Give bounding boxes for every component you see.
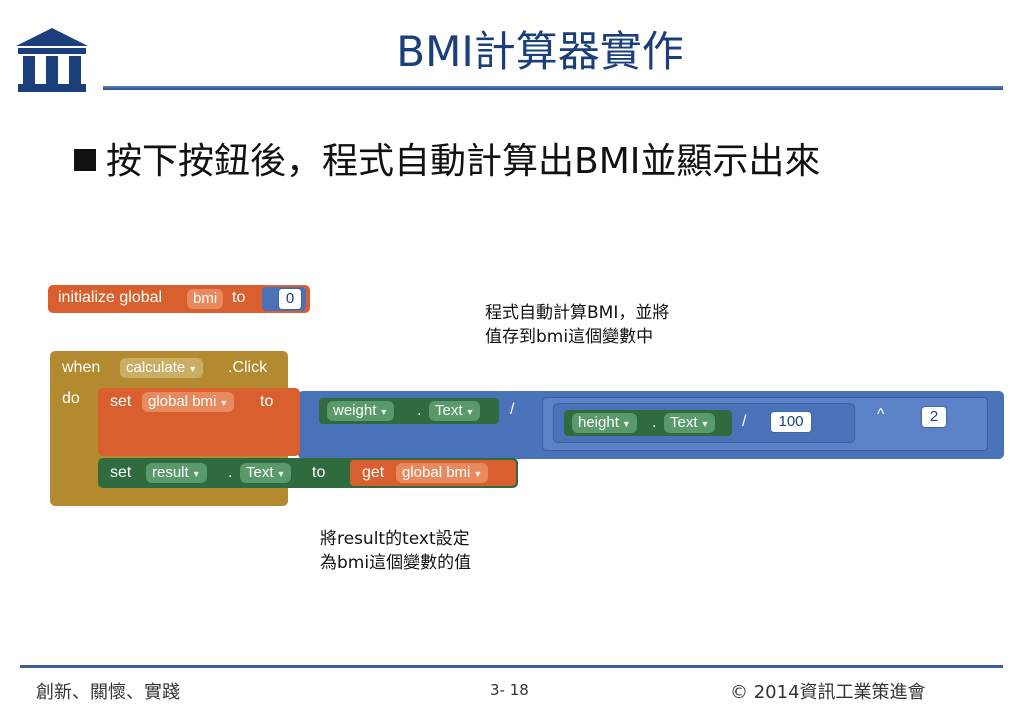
dropdown-arrow-icon: ▼ [379, 407, 389, 417]
dropdown-arrow-icon: ▼ [276, 469, 286, 479]
number-2[interactable]: 2 [921, 406, 947, 428]
set-bmi-label: set [110, 393, 132, 410]
dropdown-arrow-icon: ▼ [219, 398, 229, 408]
note-calculate: 程式自動計算BMI，並將 值存到bmi這個變數中 [485, 301, 669, 349]
dropdown-arrow-icon: ▼ [191, 469, 201, 479]
dot-label: . [417, 402, 422, 419]
divide-operator-2: / [742, 413, 747, 430]
bmi-expression-block[interactable]: weight▼ . Text▼ / height▼ . Text▼ / 100 … [298, 391, 1004, 459]
set-result-to-label: to [312, 464, 326, 481]
power-block[interactable]: height▼ . Text▼ / 100 ^ 2 [542, 397, 988, 451]
init-number-block[interactable]: 0 [262, 287, 306, 311]
result-component-dropdown[interactable]: result▼ [146, 463, 207, 483]
set-global-bmi-block[interactable]: set global bmi▼ to [98, 388, 300, 456]
dropdown-arrow-icon: ▼ [465, 407, 475, 417]
get-global-bmi-block[interactable]: get global bmi▼ [350, 460, 516, 486]
event-component-dropdown[interactable]: calculate▼ [120, 358, 204, 378]
event-name-label: .Click [228, 359, 268, 376]
header-divider [103, 86, 1003, 90]
height-text-getter[interactable]: height▼ . Text▼ [564, 410, 732, 436]
get-label: get [362, 464, 385, 481]
bullet-square-icon [74, 149, 96, 171]
footer-motto: 創新、關懷、實踐 [36, 682, 180, 703]
event-when-label: when [62, 359, 101, 376]
note-result-line2: 為bmi這個變數的值 [320, 553, 472, 573]
dropdown-arrow-icon: ▼ [621, 419, 631, 429]
set-result-label: set [110, 464, 132, 481]
set-bmi-to-label: to [260, 393, 274, 410]
result-dot-label: . [228, 464, 233, 481]
set-result-text-block[interactable]: set result▼ . Text▼ to get global bmi▼ [98, 458, 518, 488]
footer-divider [20, 665, 1003, 668]
dropdown-arrow-icon: ▼ [700, 419, 710, 429]
get-var-dropdown[interactable]: global bmi▼ [396, 463, 489, 483]
height-component-dropdown[interactable]: height▼ [572, 413, 637, 433]
bullet-point: 按下按鈕後，程式自動計算出BMI並顯示出來 [74, 132, 820, 184]
result-prop-dropdown[interactable]: Text▼ [240, 463, 292, 483]
slide-title: BMI計算器實作 [396, 27, 684, 76]
bullet-text: 按下按鈕後，程式自動計算出BMI並顯示出來 [106, 141, 821, 182]
init-label: initialize global [58, 289, 163, 306]
dropdown-arrow-icon: ▼ [473, 469, 483, 479]
page-number: 3- 18 [490, 681, 529, 699]
footer-copyright: © 2014資訊工業策進會 [730, 682, 926, 703]
number-100[interactable]: 100 [770, 411, 812, 433]
institute-logo-icon [16, 28, 88, 92]
dot-label: . [652, 414, 657, 431]
event-do-label: do [62, 390, 80, 407]
init-global-block[interactable]: initialize global bmi to 0 [48, 285, 310, 313]
divide-operator-1: / [510, 401, 515, 418]
init-value[interactable]: 0 [278, 288, 302, 310]
weight-component-dropdown[interactable]: weight▼ [327, 401, 395, 421]
dropdown-arrow-icon: ▼ [188, 364, 198, 374]
note-result-line1: 將result的text設定 [320, 529, 470, 549]
set-bmi-var-dropdown[interactable]: global bmi▼ [142, 392, 235, 412]
init-to-label: to [232, 289, 246, 306]
note-result: 將result的text設定 為bmi這個變數的值 [320, 527, 471, 575]
weight-text-getter[interactable]: weight▼ . Text▼ [319, 398, 499, 424]
note-calculate-line2: 值存到bmi這個變數中 [485, 327, 654, 347]
weight-prop-dropdown[interactable]: Text▼ [429, 401, 481, 421]
power-operator: ^ [877, 406, 885, 423]
note-calculate-line1: 程式自動計算BMI，並將 [485, 303, 670, 323]
height-divide-block[interactable]: height▼ . Text▼ / 100 [553, 403, 855, 443]
init-var-field[interactable]: bmi [187, 289, 224, 309]
height-prop-dropdown[interactable]: Text▼ [664, 413, 716, 433]
